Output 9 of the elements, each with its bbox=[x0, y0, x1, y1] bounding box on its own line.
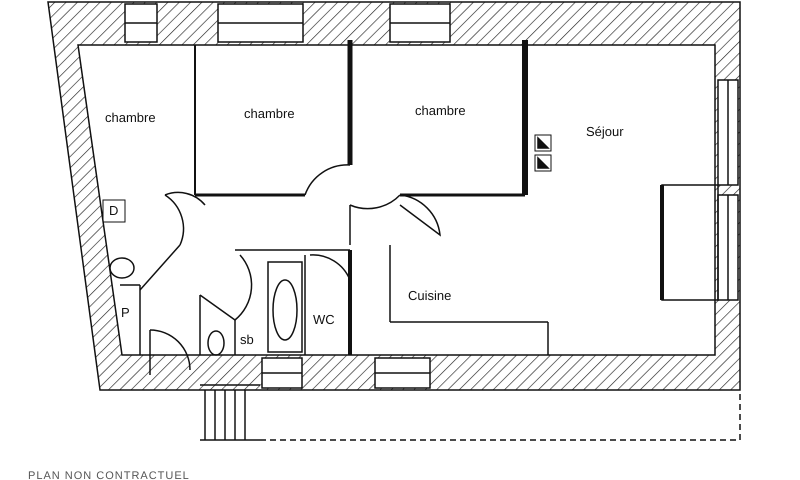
room-label: sb bbox=[240, 332, 254, 347]
room-label: chambre bbox=[244, 106, 295, 121]
room-label: chambre bbox=[105, 110, 156, 125]
disclaimer-note: PLAN NON CONTRACTUEL bbox=[28, 470, 190, 480]
room-label: Séjour bbox=[586, 124, 624, 139]
room-label: WC bbox=[313, 312, 335, 327]
room-label: P bbox=[121, 305, 130, 320]
room-label: Cuisine bbox=[408, 288, 452, 303]
room-label: chambre bbox=[415, 103, 466, 118]
